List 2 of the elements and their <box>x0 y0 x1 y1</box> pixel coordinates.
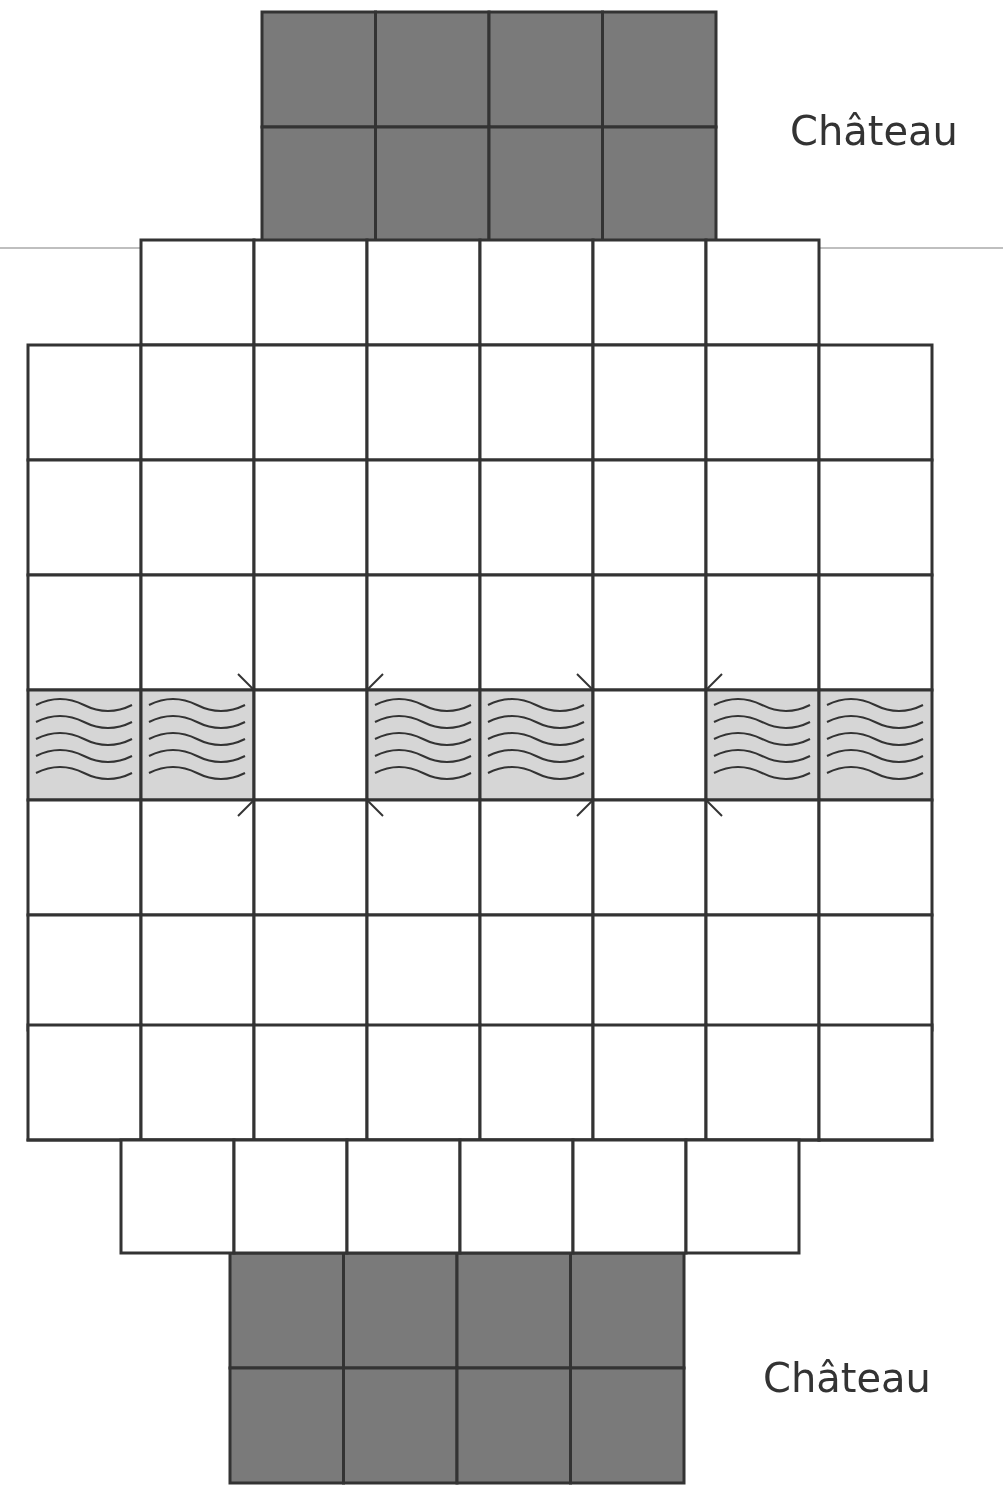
castle-label: Château <box>763 1355 931 1401</box>
castle-label: Château <box>790 108 958 154</box>
